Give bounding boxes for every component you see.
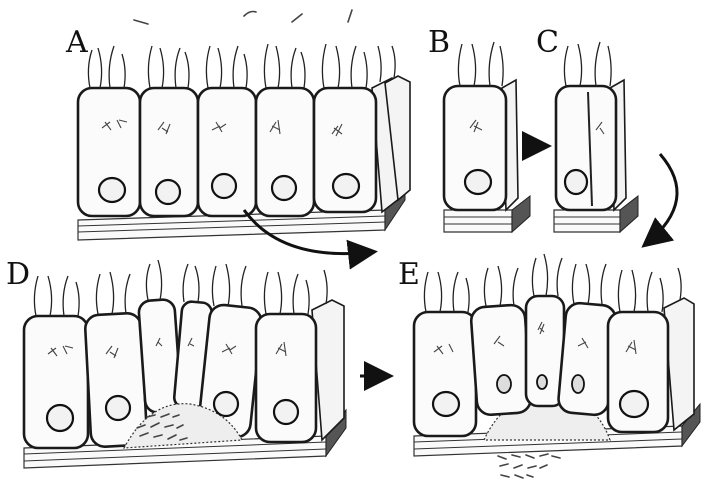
dividing-cell-c — [556, 86, 616, 210]
nucleus-b — [465, 170, 491, 194]
panel-label-a: A — [65, 25, 88, 60]
bacteria-cluster-e — [498, 454, 560, 478]
panel-d: D — [6, 257, 346, 468]
arrow-c-to-e — [646, 154, 677, 244]
panel-a: A — [65, 10, 410, 240]
cilia-b — [458, 42, 503, 86]
free-bacteria-a — [134, 10, 352, 24]
cell-side-a — [372, 76, 410, 212]
panel-label-b: B — [428, 25, 450, 60]
panel-b: B — [428, 25, 530, 232]
panel-c: C — [536, 25, 638, 232]
cilia-a — [88, 44, 395, 88]
cilia-c — [564, 42, 611, 86]
nucleus-c — [565, 170, 587, 194]
panel-label-c: C — [536, 25, 559, 60]
panel-e: E — [398, 254, 700, 478]
panel-label-d: D — [6, 257, 30, 292]
panel-label-e: E — [398, 257, 420, 292]
cilia-d — [34, 260, 327, 316]
